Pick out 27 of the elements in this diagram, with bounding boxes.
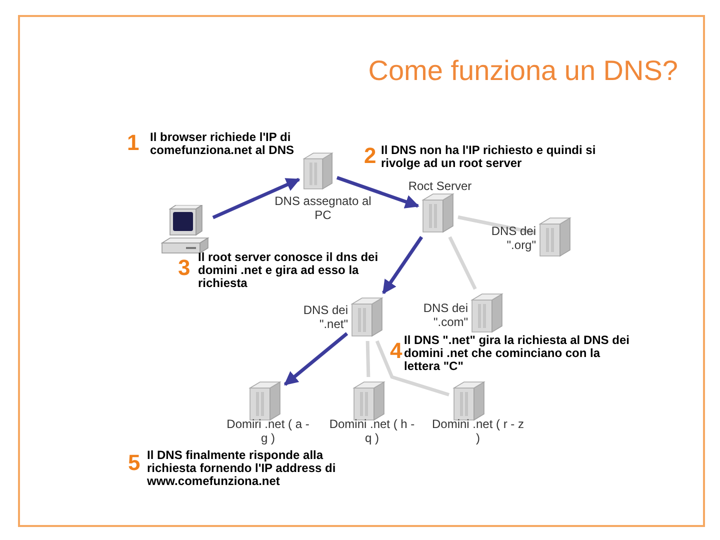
step-number: 2 — [364, 145, 376, 167]
server-caption: DNS dei ".com" — [422, 301, 468, 329]
server-caption: DNS assegnato al PC — [274, 194, 372, 222]
step-number: 3 — [178, 257, 190, 279]
server-caption: DNS dei ".org" — [490, 224, 536, 252]
connector-line — [448, 236, 477, 290]
arrow — [336, 176, 420, 208]
slide-title: Come funziona un DNS? — [368, 54, 678, 88]
server-caption: Domini .net ( h - q ) — [328, 417, 416, 445]
connector-line — [375, 340, 450, 396]
step-description: Il root server conosce il dns dei domini .net e gira ad esso la richiesta — [198, 251, 380, 290]
step-number: 5 — [128, 452, 140, 474]
connector-line — [458, 215, 536, 235]
step-number: 4 — [390, 340, 402, 362]
step-description: Il DNS ".net" gira la richiesta al DNS dei domini .net che cominciano con la lettera "C" — [404, 334, 630, 373]
server-caption: Domini .net ( r - z ) — [432, 417, 524, 445]
server-caption: Domiri .net ( a - g ) — [226, 417, 310, 445]
arrow — [212, 178, 300, 220]
step-description: Il browser richiede l'IP di comefunziona.net al DNS — [150, 131, 296, 157]
connector-line — [366, 340, 370, 378]
step-description: Il DNS finalmente risponde alla richiesta fornendo l'IP address di www.comefunziona.net — [147, 449, 337, 488]
step-number: 1 — [127, 132, 140, 154]
step-description: Il DNS non ha l'IP richiesto e quindi si rivolge ad un root server — [381, 144, 597, 170]
arrow — [284, 332, 348, 386]
server-caption: DNS dei ".net" — [302, 303, 348, 331]
arrow — [382, 236, 424, 294]
server-caption: Roct Server — [407, 179, 473, 193]
